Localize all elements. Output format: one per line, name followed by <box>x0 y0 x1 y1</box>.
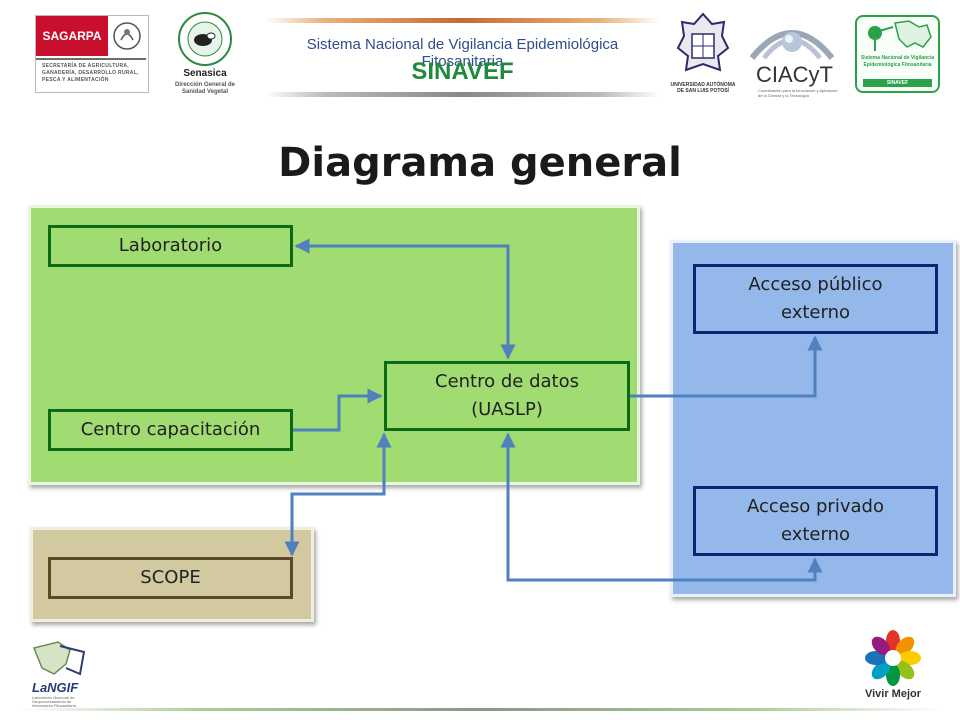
connector-datos-publico <box>630 335 823 398</box>
centro-capacitacion-node: Centro capacitación <box>48 409 293 451</box>
centro-datos-node: Centro de datos (UASLP) <box>384 361 630 431</box>
vivir-mejor-flower-icon <box>865 630 921 686</box>
senasica-subtitle: Dirección General de Sanidad Vegetal <box>174 82 236 95</box>
centro-datos-label-line2: (UASLP) <box>471 399 543 420</box>
vivir-mejor-text: Vivir Mejor <box>864 688 922 700</box>
acceso-privado-node: Acceso privado externo <box>693 486 938 556</box>
laboratorio-node: Laboratorio <box>48 225 293 267</box>
langif-name: LaNGIF <box>32 680 79 695</box>
langif-map-icon <box>32 641 86 676</box>
acceso-publico-label-line2: externo <box>780 302 851 323</box>
sagarpa-subtitle: SECRETARÍA DE AGRICULTURA, GANADERÍA, DE… <box>42 63 139 83</box>
senasica-seal-icon <box>178 12 232 66</box>
sinavef-logo: Sistema Nacional de Vigilancia Epidemiol… <box>855 15 940 93</box>
ciacyt-name: CIACyT <box>756 62 833 87</box>
page-title: Diagrama general <box>278 140 682 186</box>
acceso-publico-label-line1: Acceso público <box>748 274 883 295</box>
laboratorio-label: Laboratorio <box>118 235 223 256</box>
langif-subtitle: Laboratorio Nacional de Geoprocesamiento… <box>32 695 76 708</box>
scope-label: SCOPE <box>140 567 201 588</box>
langif-logo: LaNGIF Laboratorio Nacional de Geoproces… <box>30 638 95 708</box>
sinavef-acronym: SINAVEF <box>411 58 514 85</box>
connector-datos-privado <box>500 432 823 582</box>
system-name: Sistema Nacional de Vigilancia Epidemiol… <box>306 36 619 70</box>
acceso-publico-node: Acceso público externo <box>693 264 938 334</box>
sagarpa-divider <box>36 58 146 60</box>
sinavef-logo-text: Sistema Nacional de Vigilancia Epidemiol… <box>860 55 935 68</box>
sagarpa-logo: SAGARPA SECRETARÍA DE AGRICULTURA, GANAD… <box>35 15 149 93</box>
ciacyt-globe-icon <box>749 30 835 60</box>
connector-lab-datos <box>294 238 516 360</box>
senasica-logo: Senasica Dirección General de Sanidad Ve… <box>170 10 240 100</box>
acceso-privado-label-line1: Acceso privado <box>747 496 884 517</box>
ciacyt-subtitle: Coordinación para la Innovación y Aplica… <box>758 88 838 98</box>
footer-divider <box>20 708 940 711</box>
acceso-privado-label-line2: externo <box>780 524 851 545</box>
header-bar-top <box>265 18 660 23</box>
ciacyt-logo: CIACyT Coordinación para la Innovación y… <box>742 18 842 98</box>
senasica-name: Senasica <box>183 68 227 79</box>
uaslp-shield-icon <box>676 12 730 72</box>
uaslp-logo: UNIVERSIDAD AUTÓNOMA DE SAN LUIS POTOSÍ <box>668 12 738 98</box>
centro-capacitacion-label: Centro capacitación <box>80 419 261 440</box>
scope-node: SCOPE <box>48 557 293 599</box>
sinavef-map-icon <box>868 20 932 51</box>
mexico-seal-icon <box>113 22 141 50</box>
vivir-mejor-logo: Vivir Mejor <box>858 628 928 708</box>
connector-capacitacion-datos <box>293 388 383 432</box>
sagarpa-name: SAGARPA <box>36 16 108 56</box>
centro-datos-label-line1: Centro de datos <box>435 371 579 392</box>
sinavef-logo-acronym: SINAVEF <box>863 79 932 87</box>
uaslp-name: UNIVERSIDAD AUTÓNOMA DE SAN LUIS POTOSÍ <box>670 82 736 94</box>
connector-scope-datos <box>284 432 392 557</box>
header-bar-bottom <box>265 92 660 97</box>
